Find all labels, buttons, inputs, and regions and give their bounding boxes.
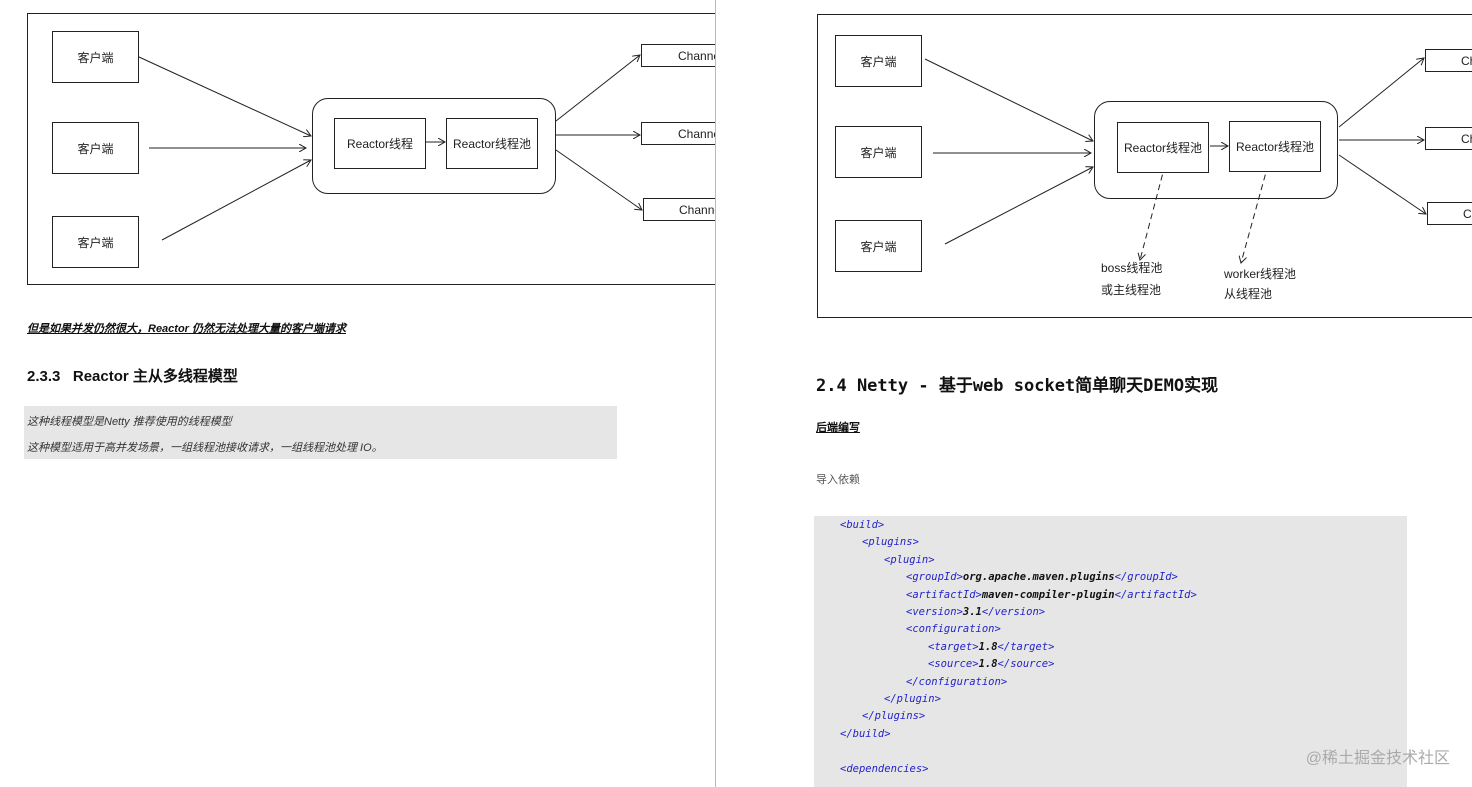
boss-label: boss线程池 (1101, 261, 1163, 275)
worker-label: worker线程池 (1224, 267, 1297, 281)
code-line: <source>1.8</source> (928, 658, 1054, 670)
channel-box: Channel (1425, 127, 1472, 150)
section-heading: 2.3.3 Reactor 主从多线程模型 (27, 368, 238, 385)
code-open: <configuration> (906, 623, 1001, 636)
code-open: <groupId> (906, 571, 963, 584)
code-line: <version>3.1</version> (906, 606, 1045, 618)
reactor-diagram: 客户端 客户端 客户端 Reactor线程 Reactor线程池 Channel… (27, 13, 715, 285)
code-open: <build> (840, 519, 885, 531)
code-value: 1.8 (978, 640, 998, 653)
code-value: 3.1 (962, 606, 982, 618)
paragraph: 导入依赖 (816, 474, 860, 486)
master-slave-diagram: 客户端 客户端 客户端 Reactor线程池 Reactor线程池 Channe… (817, 14, 1472, 318)
channel-box: Channel (1425, 49, 1472, 72)
left-page: 客户端 客户端 客户端 Reactor线程 Reactor线程池 Channel… (0, 0, 715, 787)
code-close: </source> (997, 658, 1055, 671)
code-open: <artifactId> (906, 588, 982, 601)
client-box: 客户端 (52, 122, 139, 174)
channel-box: Channel (1427, 202, 1472, 225)
boss-label-alt: 或主线程池 (1101, 283, 1162, 297)
code-line: <plugin> (884, 554, 935, 566)
code-close: </groupId> (1114, 571, 1178, 584)
code-open: </plugins> (862, 710, 926, 723)
diagram-arrows (138, 14, 715, 241)
section-heading: 2.4 Netty - 基于web socket简单聊天DEMO实现 (816, 376, 1219, 396)
right-page: 客户端 客户端 客户端 Reactor线程池 Reactor线程池 Channe… (716, 0, 1472, 787)
quote-block: 这种线程模型是Netty 推荐使用的线程模型 这种模型适用于高并发场景，一组线程… (24, 406, 617, 459)
note-text: 但是如果并发仍然很大，Reactor 仍然无法处理大量的客户端请求 (27, 323, 347, 335)
client-box: 客户端 (835, 126, 922, 178)
reactor-thread-box: Reactor线程 (334, 118, 426, 169)
code-line: <plugins> (862, 536, 919, 548)
quote-line: 这种线程模型是Netty 推荐使用的线程模型 (27, 416, 232, 428)
code-open: <version> (906, 606, 963, 618)
code-line: </configuration> (906, 676, 1007, 688)
diagram-arrows (924, 15, 1472, 317)
worker-label-alt: 从线程池 (1224, 287, 1273, 301)
channel-box: Channel (641, 44, 715, 67)
code-open: </configuration> (906, 675, 1008, 688)
quote-line: 这种模型适用于高并发场景，一组线程池接收请求，一组线程池处理 IO。 (27, 442, 383, 454)
code-open: <source> (928, 658, 979, 671)
reactor-pool-box: Reactor线程池 (1117, 122, 1209, 173)
subheading: 后端编写 (816, 422, 860, 434)
code-open: <plugin> (884, 553, 935, 566)
code-line: <build> (840, 519, 884, 531)
reactor-pool-box: Reactor线程池 (446, 118, 538, 169)
client-box: 客户端 (835, 35, 922, 87)
page-divider (715, 0, 716, 787)
code-close: </target> (997, 640, 1055, 653)
code-close: </artifactId> (1114, 588, 1197, 601)
client-box: 客户端 (52, 31, 139, 83)
code-line: </plugins> (862, 710, 925, 722)
channel-box: Channel (641, 122, 715, 145)
code-value: 1.8 (978, 658, 998, 671)
channel-box: Channel (643, 198, 715, 221)
reactor-group (1094, 101, 1338, 199)
code-value: org.apache.maven.plugins (962, 571, 1115, 584)
code-line: </plugin> (884, 693, 941, 705)
client-box: 客户端 (835, 220, 922, 272)
code-line: <target>1.8</target> (928, 641, 1054, 653)
code-close: </version> (981, 606, 1046, 618)
client-box: 客户端 (52, 216, 139, 268)
code-open: <target> (928, 640, 979, 653)
code-line: <configuration> (906, 623, 1001, 635)
watermark: @稀土掘金技术社区 (1305, 750, 1450, 767)
code-line: <dependencies> (840, 763, 929, 775)
code-open: </plugin> (884, 693, 941, 705)
code-open: </build> (840, 727, 891, 740)
code-line: <groupId>org.apache.maven.plugins</group… (906, 571, 1178, 583)
code-block: <build> <plugins> <plugin> <groupId>org.apa… (814, 516, 1407, 787)
code-open: <dependencies> (840, 762, 929, 775)
reactor-group (312, 98, 556, 194)
code-value: maven-compiler-plugin (981, 588, 1115, 601)
code-line: <artifactId>maven-compiler-plugin</artif… (906, 589, 1197, 601)
code-line: </build> (840, 728, 891, 740)
code-open: <plugins> (862, 536, 919, 549)
reactor-pool-box: Reactor线程池 (1229, 121, 1321, 172)
